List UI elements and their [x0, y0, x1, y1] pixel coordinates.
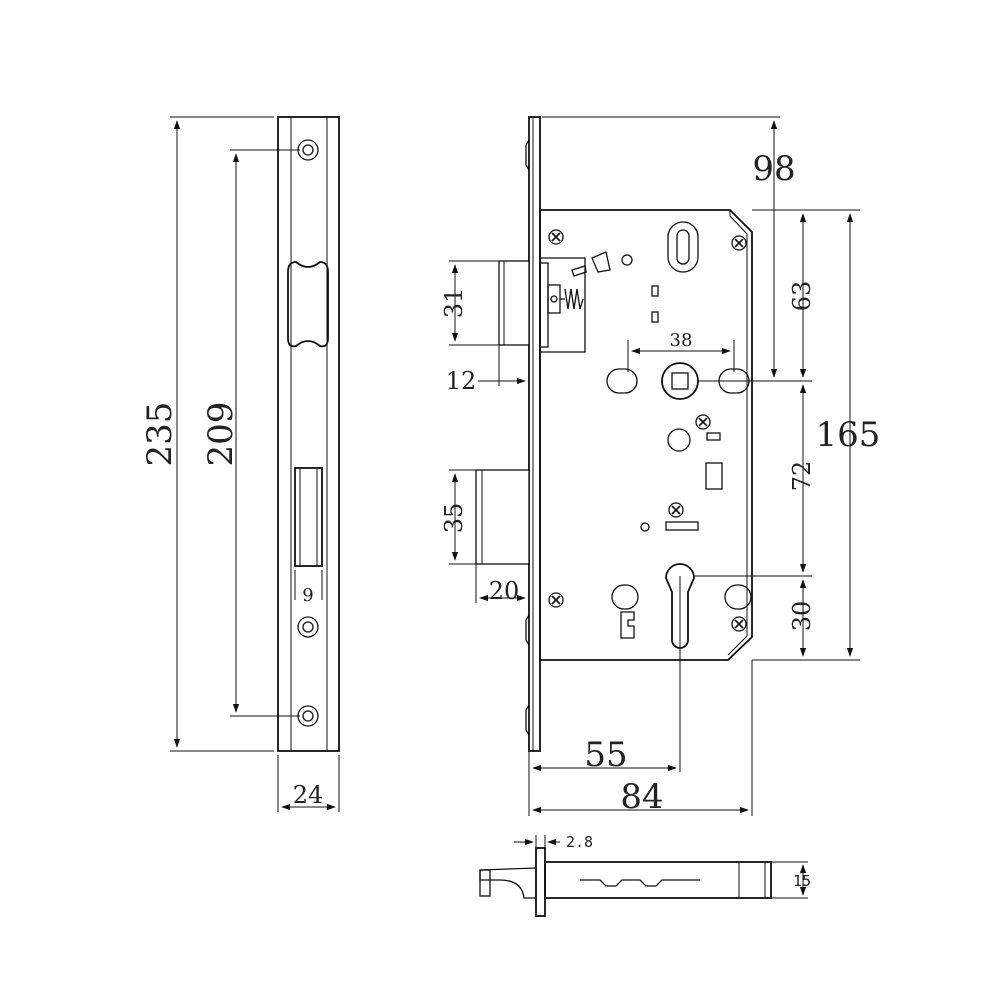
follower-to-cylinder-label: 72 [788, 461, 816, 492]
edge-latch [479, 867, 537, 899]
cylinder-to-bottom-label: 30 [788, 601, 816, 632]
case-height-label: 165 [816, 415, 881, 455]
edge-front-plate [535, 847, 546, 917]
lock-internals [548, 221, 752, 649]
latch-projection-label: 20 [489, 577, 520, 605]
backset-label: 55 [584, 735, 627, 775]
body-thickness-label: 15 [793, 872, 811, 890]
dim-total-depth: 84 [532, 660, 753, 817]
dim-backset: 55 [528, 576, 681, 816]
top-to-follower-label: 98 [752, 149, 795, 189]
faceplate-view: 235 209 9 24 [140, 116, 340, 812]
dim-cylinder-to-bottom: 30 [788, 579, 816, 657]
dim-latch-projection: 20 [475, 564, 530, 605]
lock-body-view: 31 12 35 20 38 [440, 116, 881, 817]
dim-case-to-follower: 63 [788, 213, 816, 378]
euro-cylinder-hole [665, 563, 695, 649]
dim-top-to-follower: 98 [752, 120, 796, 378]
latch-bolt [475, 469, 530, 565]
faceplate-bottom-screw-hole [297, 705, 319, 727]
dim-faceplate-width: 24 [277, 755, 340, 812]
deadbolt-height-label: 31 [440, 288, 468, 319]
dim-slot-width: 9 [294, 570, 323, 606]
deadbolt-projection-label: 12 [446, 367, 477, 395]
slot-width-label: 9 [302, 585, 313, 606]
dim-plate-thickness: 2.8 [514, 833, 593, 851]
case-to-follower-label: 63 [788, 281, 816, 312]
dim-faceplate-height: 235 [140, 116, 274, 752]
dim-deadbolt-height: 31 [440, 260, 499, 346]
dim-latch-height: 35 [440, 469, 476, 565]
dim-deadbolt-projection: 12 [446, 345, 530, 395]
plate-thickness-label: 2.8 [566, 833, 593, 851]
faceplate-outline [277, 116, 340, 752]
dim-fixing-holes: 38 [627, 330, 735, 372]
edge-case [544, 861, 772, 899]
faceplate-deadbolt-opening [294, 467, 323, 567]
lock-front-plate [528, 116, 541, 752]
dim-case-height: 165 [816, 213, 881, 657]
faceplate-height-label: 235 [140, 402, 180, 467]
total-depth-label: 84 [620, 777, 663, 817]
follower-spindle-hole [661, 362, 699, 400]
edge-view: 2.8 15 [479, 833, 811, 917]
faceplate-top-screw-hole [297, 139, 319, 161]
faceplate-middle-screw-hole [297, 616, 319, 638]
dim-follower-to-cylinder: 72 [788, 384, 816, 573]
latch-height-label: 35 [440, 503, 468, 534]
deadbolt [498, 257, 587, 353]
fixing-hole-left [606, 368, 638, 394]
dim-screw-spacing: 209 [201, 149, 300, 717]
faceplate-width-label: 24 [293, 781, 324, 809]
faceplate-latch-opening [287, 261, 329, 348]
screw-spacing-label: 209 [201, 402, 241, 467]
fixing-holes-label: 38 [670, 330, 693, 351]
dim-body-thickness: 15 [771, 861, 811, 899]
